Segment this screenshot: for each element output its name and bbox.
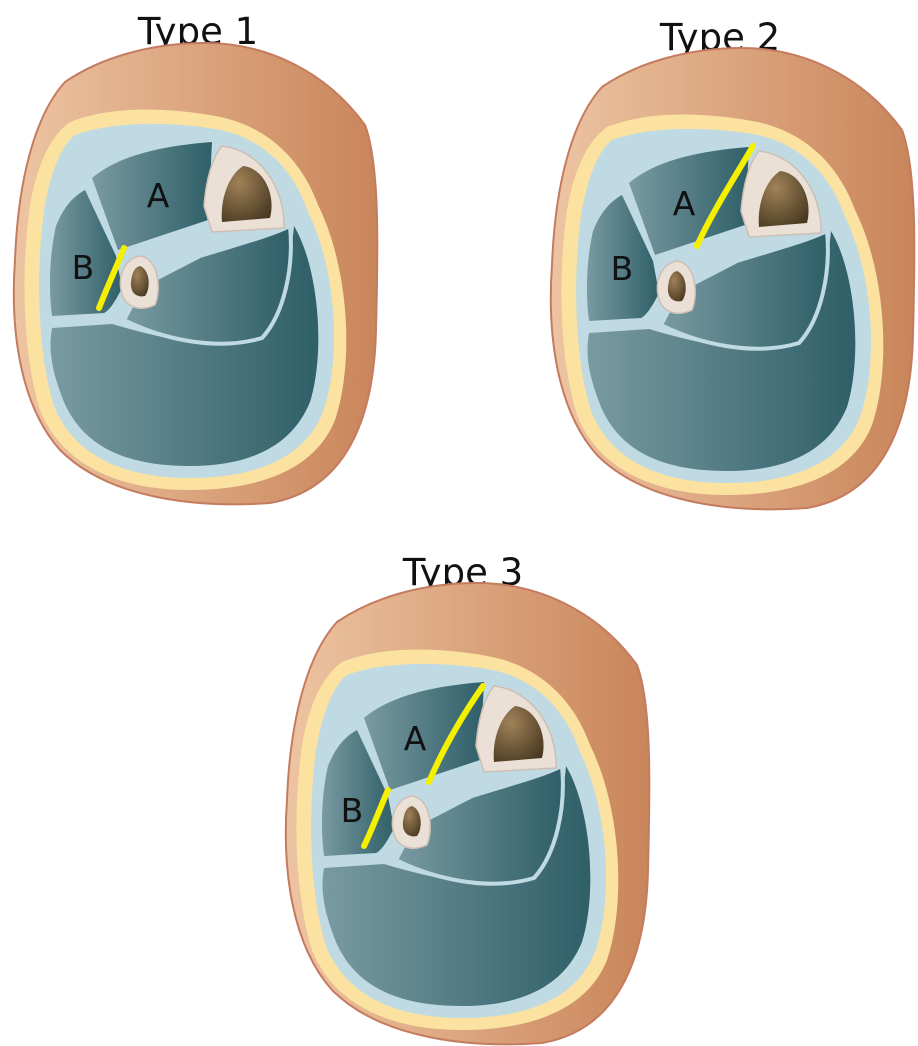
panel-type-1: Type 1 A B: [14, 10, 378, 504]
leg-cross-section: [551, 48, 915, 509]
panel-type-2: Type 2 A B: [551, 16, 915, 509]
leg-cross-section: [14, 43, 378, 504]
label-lateral-compartment: B: [341, 791, 364, 830]
panel-type-3: Type 3 A B: [286, 551, 650, 1044]
label-lateral-compartment: B: [611, 249, 634, 288]
label-lateral-compartment: B: [72, 248, 95, 287]
label-anterior-compartment: A: [673, 184, 696, 223]
label-anterior-compartment: A: [147, 176, 170, 215]
label-anterior-compartment: A: [404, 719, 427, 758]
